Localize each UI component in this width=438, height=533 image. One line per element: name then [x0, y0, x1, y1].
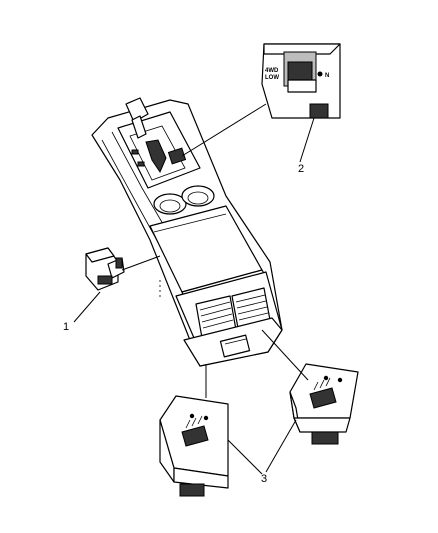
callout-2: 2	[298, 163, 305, 175]
heated-seat-switch-left	[159, 395, 229, 497]
leader-lines	[73, 103, 315, 475]
small-switch-part-1	[85, 247, 125, 291]
switch-label-low: LOW	[265, 75, 279, 81]
heated-seat-switch-right	[289, 363, 359, 445]
callout-1: 1	[63, 321, 70, 333]
center-console	[91, 97, 283, 367]
switch-label-n: N	[325, 73, 329, 79]
switch-label-4wd: 4WD	[265, 68, 279, 74]
callout-3: 3	[261, 473, 268, 485]
4wd-low-switch: 4WD LOW N	[261, 43, 341, 119]
